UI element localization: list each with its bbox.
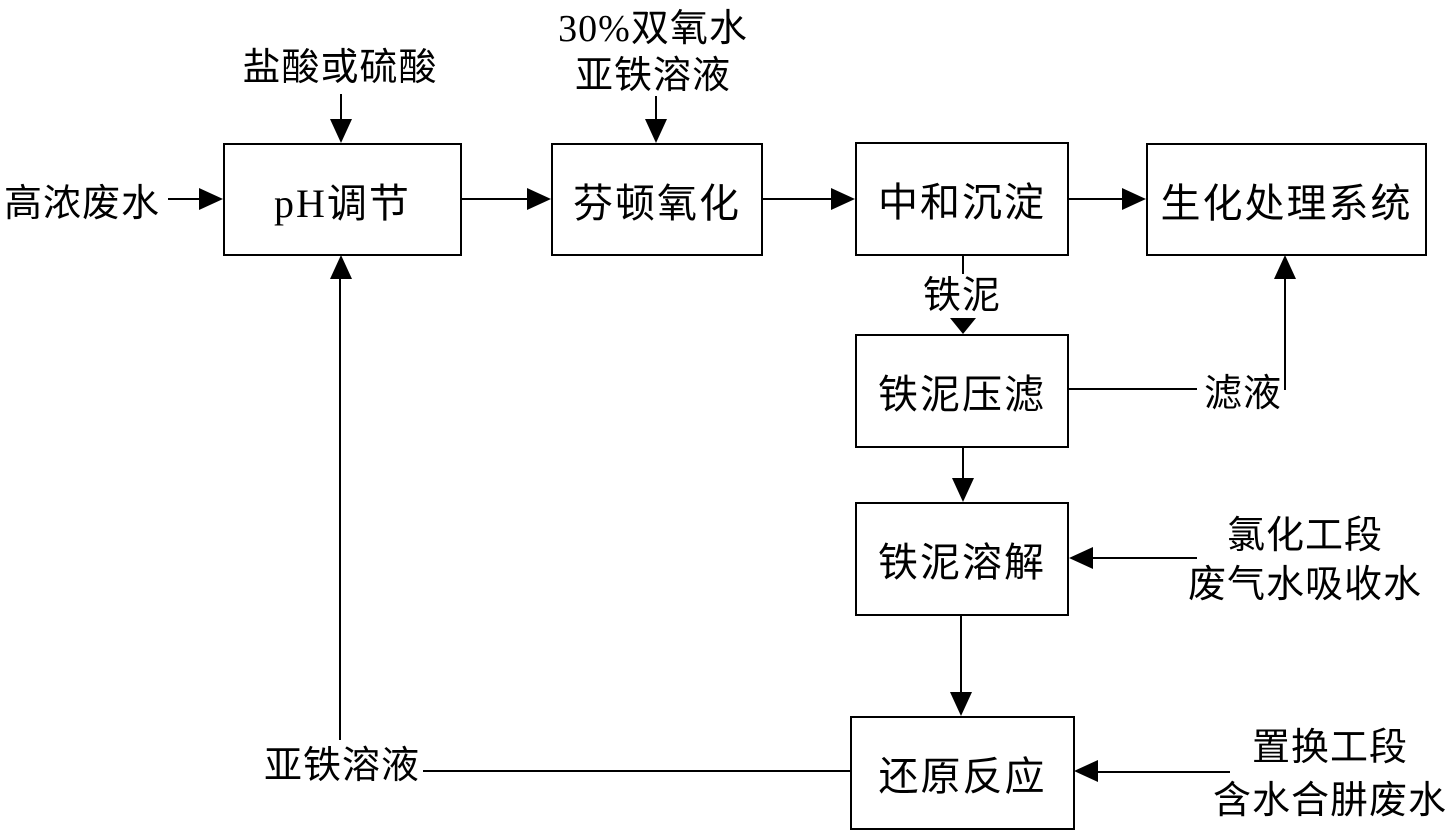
edge-chlorination-to-dissolve-line xyxy=(1092,557,1197,559)
node-ph-adjust: pH调节 xyxy=(223,143,462,256)
label-replacement-wastewater: 置换工段 含水合肼废水 xyxy=(1205,722,1452,828)
label-filtrate: 滤液 xyxy=(1203,373,1282,415)
edge-press-to-filtrate-line xyxy=(1069,388,1197,390)
node-fenton-oxidation-label: 芬顿氧化 xyxy=(573,180,741,226)
arrowhead-into-reduce-right-icon xyxy=(1074,760,1098,782)
arrowhead-into-press-top-icon xyxy=(950,318,976,334)
arrowhead-into-fenton-top-icon xyxy=(645,119,667,143)
label-chlorination-water-line1: 氯化工段 xyxy=(1226,515,1383,557)
edge-peroxide-to-fenton-line xyxy=(655,96,657,121)
label-ferrous-solution: 亚铁溶液 xyxy=(263,745,420,787)
edge-influent-to-ph-line xyxy=(168,198,202,200)
label-acid-feed: 盐酸或硫酸 xyxy=(242,47,438,89)
label-peroxide-feed-line1: 30%双氧水 xyxy=(558,8,748,50)
node-sludge-dissolution: 铁泥溶解 xyxy=(855,502,1069,616)
arrowhead-into-ph-bottom-icon xyxy=(330,255,352,279)
node-sludge-dissolution-label: 铁泥溶解 xyxy=(878,540,1046,585)
arrowhead-into-ph-left-icon xyxy=(199,188,223,210)
label-iron-sludge: 铁泥 xyxy=(922,275,1001,317)
node-reduction-reaction-label: 还原反应 xyxy=(878,754,1047,799)
edge-ph-to-fenton-line xyxy=(462,198,529,200)
node-neutralization-precipitation-label: 中和沉淀 xyxy=(878,180,1046,225)
edge-ferrous-to-ph-line xyxy=(339,278,341,740)
edge-dissolve-to-reduce-line xyxy=(960,616,962,694)
label-chlorination-water-line2: 废气水吸收水 xyxy=(1187,564,1422,606)
edge-press-to-dissolve-line xyxy=(962,448,964,480)
arrowhead-into-ph-top-icon xyxy=(330,119,352,143)
arrowhead-into-neutralize-left-icon xyxy=(831,188,855,210)
arrowhead-into-dissolve-top-icon xyxy=(952,478,974,502)
label-influent: 高浓废水 xyxy=(4,183,161,225)
label-peroxide-feed: 30%双氧水 亚铁溶液 xyxy=(548,6,758,100)
edge-neutralize-to-press-line xyxy=(962,256,964,274)
edge-reduce-to-ferrous-line xyxy=(423,770,850,772)
edge-fenton-to-neutralize-line xyxy=(763,198,833,200)
arrowhead-into-bio-left-icon xyxy=(1122,188,1146,210)
node-neutralization-precipitation: 中和沉淀 xyxy=(855,142,1069,256)
edge-acid-to-ph-line xyxy=(340,94,342,121)
edge-neutralize-to-bio-line xyxy=(1069,198,1124,200)
label-replacement-wastewater-line2: 含水合肼废水 xyxy=(1212,780,1447,822)
label-peroxide-feed-line2: 亚铁溶液 xyxy=(574,55,731,97)
node-reduction-reaction: 还原反应 xyxy=(850,716,1075,830)
arrowhead-into-reduce-top-icon xyxy=(950,692,972,716)
node-fenton-oxidation: 芬顿氧化 xyxy=(551,143,763,256)
edge-replacement-to-reduce-line xyxy=(1097,771,1230,773)
arrowhead-into-fenton-left-icon xyxy=(527,188,551,210)
label-chlorination-water: 氯化工段 废气水吸收水 xyxy=(1180,512,1430,610)
node-sludge-filter-press: 铁泥压滤 xyxy=(855,334,1069,448)
label-replacement-wastewater-line1: 置换工段 xyxy=(1251,727,1408,769)
node-sludge-filter-press-label: 铁泥压滤 xyxy=(878,372,1046,417)
edge-filtrate-to-bio-line xyxy=(1284,278,1286,390)
node-biochemical-treatment-label: 生化处理系统 xyxy=(1160,180,1413,226)
arrowhead-into-dissolve-right-icon xyxy=(1069,547,1093,569)
node-ph-adjust-label: pH调节 xyxy=(274,180,411,226)
node-biochemical-treatment: 生化处理系统 xyxy=(1146,143,1427,256)
arrowhead-into-bio-bottom-icon xyxy=(1274,255,1296,279)
